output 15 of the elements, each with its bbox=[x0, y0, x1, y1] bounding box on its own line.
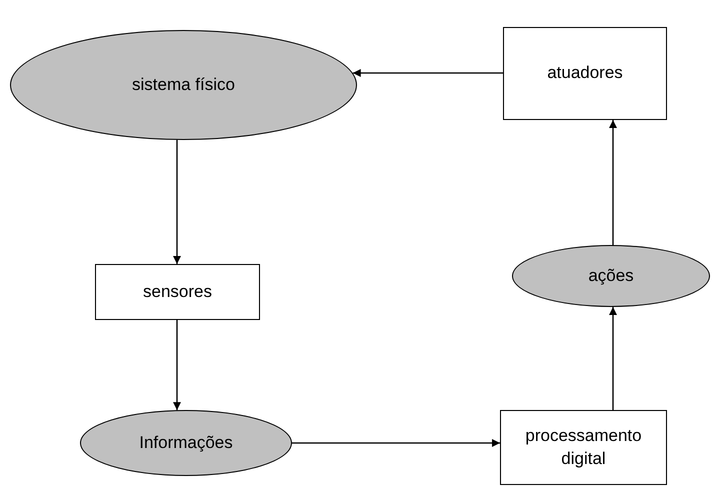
arrow bbox=[609, 307, 617, 410]
node-label: ações bbox=[587, 264, 635, 287]
arrow bbox=[292, 439, 500, 447]
node-label: sensores bbox=[142, 280, 213, 303]
node-label: atuadores bbox=[546, 62, 624, 84]
arrow bbox=[609, 120, 617, 245]
node-label: sistema físico bbox=[131, 74, 236, 96]
arrow bbox=[173, 320, 181, 410]
process-box bbox=[500, 410, 667, 485]
arrow bbox=[173, 140, 181, 264]
arrow bbox=[352, 69, 503, 77]
node-label: processamento digital bbox=[524, 425, 643, 470]
process-box bbox=[503, 27, 667, 120]
node-label: Informações bbox=[138, 432, 234, 454]
process-box bbox=[95, 264, 260, 320]
